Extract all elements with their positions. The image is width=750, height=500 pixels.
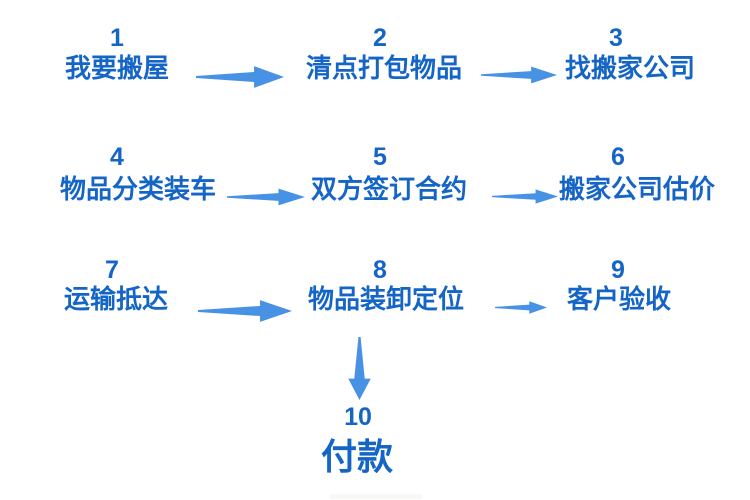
arrow-down-icon [346,337,373,400]
arrow-right-icon [481,65,557,85]
step-9-number: 9 [611,256,625,284]
step-4-label: 物品分类装车 [59,174,217,204]
step-10-number: 10 [344,403,372,431]
step-9-label: 客户验收 [566,284,672,314]
step-7-label: 运输抵达 [63,284,169,314]
arrow-right-icon [198,298,292,324]
step-1-label: 我要搬屋 [64,53,170,83]
step-8-number: 8 [373,256,387,284]
arrow-right-icon [495,300,547,315]
arrow-right-icon [196,64,284,90]
step-8-label: 物品装卸定位 [307,284,465,314]
step-5-label: 双方签订合约 [310,174,468,204]
bottom-edge-artifact [330,494,422,499]
step-6-label: 搬家公司估价 [558,174,716,204]
step-5-number: 5 [373,143,387,171]
step-1-number: 1 [110,24,124,52]
step-10-label: 付款 [320,436,394,477]
step-7-number: 7 [105,256,119,284]
step-3-number: 3 [609,24,623,52]
step-2-label: 清点打包物品 [305,53,463,83]
step-6-number: 6 [611,143,625,171]
step-3-label: 找搬家公司 [564,53,696,83]
arrow-right-icon [227,187,305,207]
step-2-number: 2 [373,24,387,52]
arrow-right-icon [492,188,558,205]
step-4-number: 4 [110,143,124,171]
